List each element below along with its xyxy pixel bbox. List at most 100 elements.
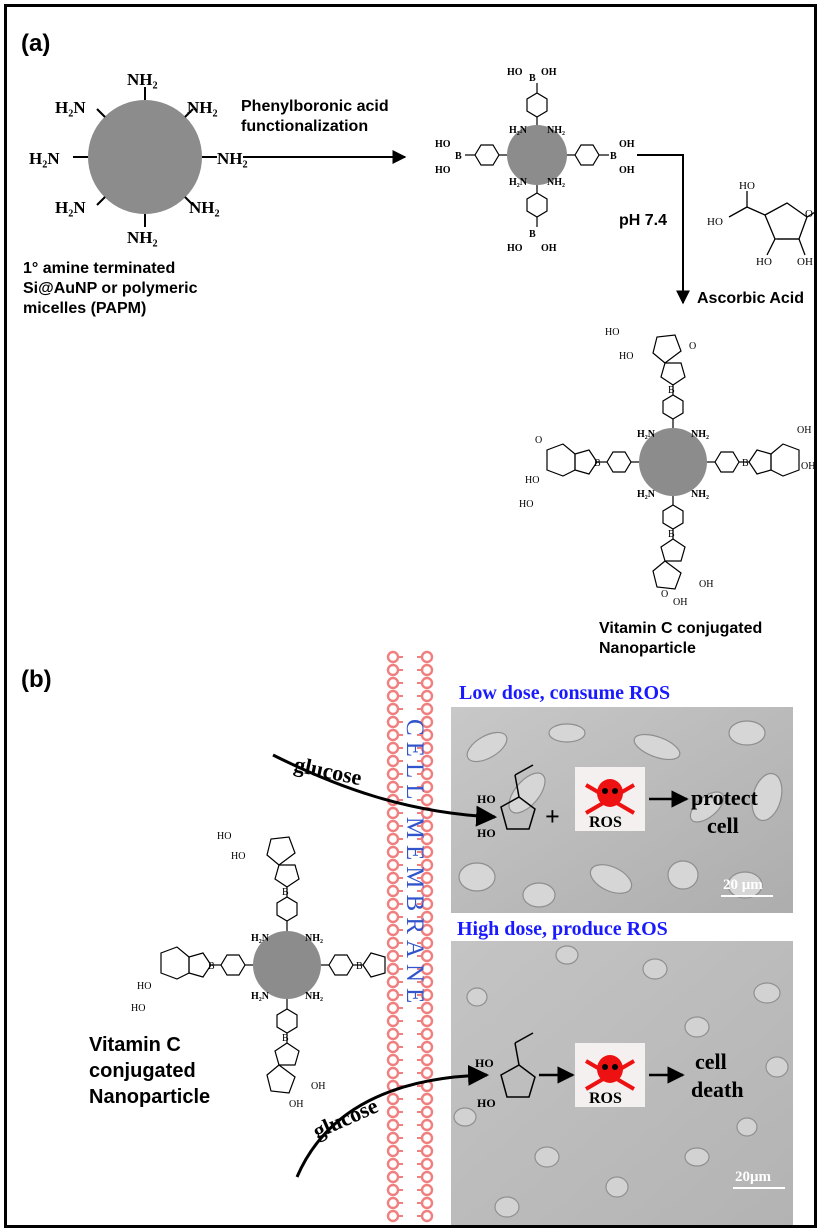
figure-frame: (a) NH₂ NH₂ NH₂ NH₂ H₂N H₂N H₂N NH₂ 1° a… <box>4 4 817 1228</box>
np-caption-line1: Vitamin C <box>89 1034 181 1056</box>
svg-text:B: B <box>356 961 363 972</box>
svg-text:NH₂: NH₂ <box>305 933 323 944</box>
svg-text:HO: HO <box>619 351 633 362</box>
svg-text:HO: HO <box>137 981 151 992</box>
product-caption-line1: Vitamin C conjugated <box>599 620 762 637</box>
glucose-label-bottom: glucose <box>309 1093 382 1144</box>
svg-text:H₂N: H₂N <box>251 933 270 944</box>
glucose-arrow-top <box>272 753 498 827</box>
svg-text:NH₂: NH₂ <box>547 125 565 136</box>
low-outcome-line2: cell <box>707 813 739 838</box>
high-dose-title: High dose, produce ROS <box>457 918 668 940</box>
svg-text:OH: OH <box>801 461 814 472</box>
vitamin-c-nanoparticle-product <box>546 334 800 590</box>
svg-text:HO: HO <box>217 831 231 842</box>
svg-text:B: B <box>455 151 462 162</box>
svg-text:B: B <box>282 1033 289 1044</box>
svg-text:HO: HO <box>131 1003 145 1014</box>
np-caption-line3: Nanoparticle <box>89 1086 210 1108</box>
amine-group-top-left: H₂N <box>55 98 86 117</box>
svg-text:OH: OH <box>289 1099 303 1110</box>
svg-text:HO: HO <box>605 327 619 338</box>
svg-text:B: B <box>742 458 749 469</box>
step2-label: pH 7.4 <box>619 212 667 229</box>
svg-text:OH: OH <box>541 67 557 78</box>
panel-b-label: (b) <box>21 666 52 693</box>
svg-text:OH: OH <box>699 579 713 590</box>
svg-text:B: B <box>282 887 289 898</box>
svg-text:HO: HO <box>435 139 451 150</box>
svg-text:B: B <box>208 961 215 972</box>
svg-text:OH: OH <box>541 243 557 254</box>
svg-text:OH: OH <box>311 1081 325 1092</box>
ascorbic-acid-bottom <box>500 1032 536 1098</box>
ascorbic-acid-structure <box>728 191 814 256</box>
np-caption-line2: conjugated <box>89 1060 196 1082</box>
svg-text:O: O <box>689 341 696 352</box>
ascorbic-atom-bottom-2: HO <box>477 1096 496 1110</box>
plus-sign: + <box>545 802 560 831</box>
svg-text:NH₂: NH₂ <box>305 991 323 1002</box>
svg-text:NH₂: NH₂ <box>691 429 709 440</box>
ascorbic-atom-top: HO <box>477 792 496 806</box>
amine-group-bottom: NH₂ <box>127 228 158 247</box>
svg-text:HO: HO <box>519 499 533 510</box>
svg-text:H₂N: H₂N <box>509 125 528 136</box>
glucose-label-top: glucose <box>292 751 364 790</box>
ros-label-bottom: ROS <box>589 1090 622 1107</box>
reagent-label: Ascorbic Acid <box>697 290 804 307</box>
svg-text:O: O <box>535 435 542 446</box>
amine-group-bottom-left: H₂N <box>55 198 86 217</box>
svg-text:OH: OH <box>619 165 635 176</box>
svg-text:B: B <box>594 458 601 469</box>
high-outcome-line1: cell <box>695 1049 727 1074</box>
membrane-text: CELL MEMBRANE <box>401 719 428 1009</box>
scale-bar-top-label: 20 μm <box>723 877 763 893</box>
svg-text:HO: HO <box>756 256 772 268</box>
ascorbic-acid-top <box>500 764 536 830</box>
vitamin-c-nanoparticle-b <box>160 836 386 1094</box>
svg-text:O: O <box>661 589 668 600</box>
svg-text:HO: HO <box>739 180 755 192</box>
svg-text:H₂N: H₂N <box>637 489 656 500</box>
svg-text:HO: HO <box>525 475 539 486</box>
micrograph-low-dose: 20 μm <box>451 707 793 915</box>
step1-label-line2: functionalization <box>241 118 368 135</box>
svg-text:B: B <box>668 529 675 540</box>
svg-text:O: O <box>805 208 813 220</box>
glucose-arrow-bottom <box>295 1064 490 1178</box>
start-caption-line1: 1° amine terminated <box>23 260 175 277</box>
cell-membrane <box>386 650 434 1223</box>
start-caption-line3: micelles (PAPM) <box>23 300 146 317</box>
start-caption-line2: Si@AuNP or polymeric <box>23 280 198 297</box>
svg-text:B: B <box>610 151 617 162</box>
ascorbic-atom-bottom: HO <box>475 1056 494 1070</box>
svg-text:H₂N: H₂N <box>251 991 270 1002</box>
ros-skull-icon-bottom <box>584 1055 636 1091</box>
step2-arrow <box>637 154 690 305</box>
high-outcome-line2: death <box>691 1077 744 1102</box>
ros-label-top: ROS <box>589 814 622 831</box>
amine-group-right: NH₂ <box>217 149 248 168</box>
ascorbic-atom-top-2: HO <box>477 826 496 840</box>
svg-text:HO: HO <box>707 216 723 228</box>
svg-text:NH₂: NH₂ <box>547 177 565 188</box>
low-dose-title: Low dose, consume ROS <box>459 682 670 704</box>
boronic-acid-nanoparticle <box>465 83 609 227</box>
svg-text:HO: HO <box>435 165 451 176</box>
svg-text:H₂N: H₂N <box>637 429 656 440</box>
amine-group-top-right: NH₂ <box>187 98 218 117</box>
amine-group-top: NH₂ <box>127 70 158 89</box>
svg-text:HO: HO <box>507 67 523 78</box>
low-outcome-line1: protect <box>691 785 758 810</box>
svg-text:HO: HO <box>231 851 245 862</box>
svg-text:B: B <box>529 73 536 84</box>
svg-text:HO: HO <box>507 243 523 254</box>
svg-text:H₂N: H₂N <box>509 177 528 188</box>
svg-text:B: B <box>668 385 675 396</box>
amine-nanoparticle <box>73 87 217 227</box>
